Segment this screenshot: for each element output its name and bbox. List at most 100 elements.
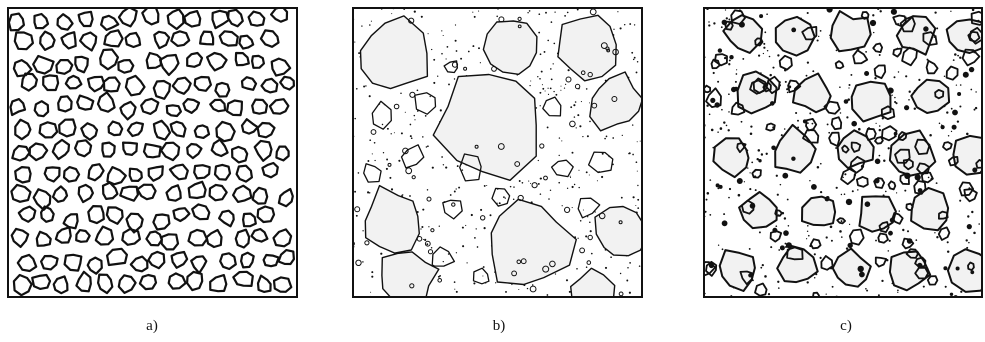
grain — [856, 176, 869, 188]
sand-dot — [635, 71, 638, 74]
sand-dot — [893, 76, 896, 79]
grain — [712, 137, 750, 179]
fine-grain — [906, 238, 913, 244]
sand-dot — [475, 228, 477, 230]
sand-dot — [628, 152, 631, 155]
grain — [142, 143, 162, 159]
grain — [877, 232, 889, 244]
sand-dot — [612, 137, 615, 139]
sand-dot — [936, 236, 939, 239]
pebble — [514, 161, 521, 167]
sand-dot — [420, 228, 422, 230]
grain — [79, 31, 98, 52]
panel-border — [7, 7, 298, 298]
sand-dot — [546, 126, 549, 129]
grain — [235, 164, 253, 183]
sand-dot — [554, 273, 557, 275]
sand-dot — [819, 256, 822, 259]
grain — [550, 159, 574, 178]
grain — [56, 13, 74, 31]
grain — [54, 226, 72, 244]
sand-dot — [437, 75, 439, 77]
grain — [106, 166, 127, 186]
grain — [840, 168, 857, 186]
grain — [101, 141, 116, 158]
sand-dot — [449, 194, 452, 196]
fine-grain — [802, 119, 807, 124]
sand-dot — [409, 195, 411, 197]
grain — [873, 177, 886, 189]
pebble — [542, 265, 550, 273]
sand-dot — [784, 80, 787, 83]
sand-dot — [567, 69, 570, 72]
sand-dot — [895, 192, 898, 194]
sand-dot — [728, 93, 730, 96]
sand-dot — [839, 112, 842, 114]
fine-grain — [864, 201, 871, 207]
sand-dot — [422, 208, 425, 211]
sand-dot — [455, 252, 458, 254]
sand-dot — [553, 90, 555, 93]
sand-dot — [973, 108, 976, 111]
sand-dot — [787, 225, 790, 227]
sand-dot — [724, 9, 727, 11]
pebble — [451, 202, 456, 207]
grain — [186, 270, 204, 292]
sand-dot — [483, 184, 486, 187]
fine-grain — [869, 19, 877, 27]
sand-dot — [779, 183, 782, 186]
pebble — [354, 206, 361, 213]
panel-b — [352, 7, 643, 298]
fine-grain — [917, 262, 923, 269]
grain — [158, 53, 180, 77]
sand-dot — [355, 214, 358, 217]
grain — [86, 256, 103, 275]
sand-dot — [944, 285, 947, 288]
grain — [805, 118, 818, 132]
fine-grain — [718, 184, 723, 189]
grain — [967, 31, 981, 43]
fine-grain — [717, 48, 723, 53]
fine-grain — [923, 26, 929, 32]
sand-dot — [763, 42, 766, 45]
grain — [714, 53, 728, 67]
sand-dot — [713, 22, 716, 25]
panel-a-drawing — [7, 7, 298, 298]
grain — [205, 228, 223, 249]
sand-dot — [728, 18, 731, 21]
fine-grain — [943, 266, 948, 271]
sand-dot — [569, 175, 571, 177]
sand-dot — [978, 223, 981, 225]
sand-dot — [637, 198, 640, 201]
grain — [905, 202, 914, 211]
sand-dot — [816, 39, 819, 42]
grain — [51, 185, 69, 203]
sand-dot — [873, 31, 875, 34]
sand-dot — [425, 146, 428, 148]
sand-dot — [555, 93, 558, 96]
grain — [891, 212, 904, 225]
pebble — [564, 206, 571, 213]
sand-dot — [938, 122, 941, 125]
sand-dot — [420, 15, 423, 18]
grain — [141, 7, 160, 26]
sand-dot — [448, 83, 450, 86]
sand-dot — [362, 230, 364, 232]
grain — [39, 30, 56, 51]
sand-dot — [504, 197, 506, 199]
sand-dot — [971, 8, 975, 12]
grain — [14, 118, 32, 141]
sand-dot — [357, 172, 360, 174]
grain — [33, 100, 50, 118]
fine-grain — [940, 125, 945, 130]
grain — [119, 185, 139, 202]
grain — [587, 151, 614, 174]
sand-dot — [365, 85, 367, 87]
sand-dot — [470, 213, 473, 217]
grain — [40, 205, 55, 223]
sand-dot — [503, 196, 505, 198]
sand-dot — [578, 186, 580, 189]
sand-dot — [839, 86, 841, 88]
sand-dot — [462, 245, 465, 248]
sand-dot — [441, 52, 443, 55]
